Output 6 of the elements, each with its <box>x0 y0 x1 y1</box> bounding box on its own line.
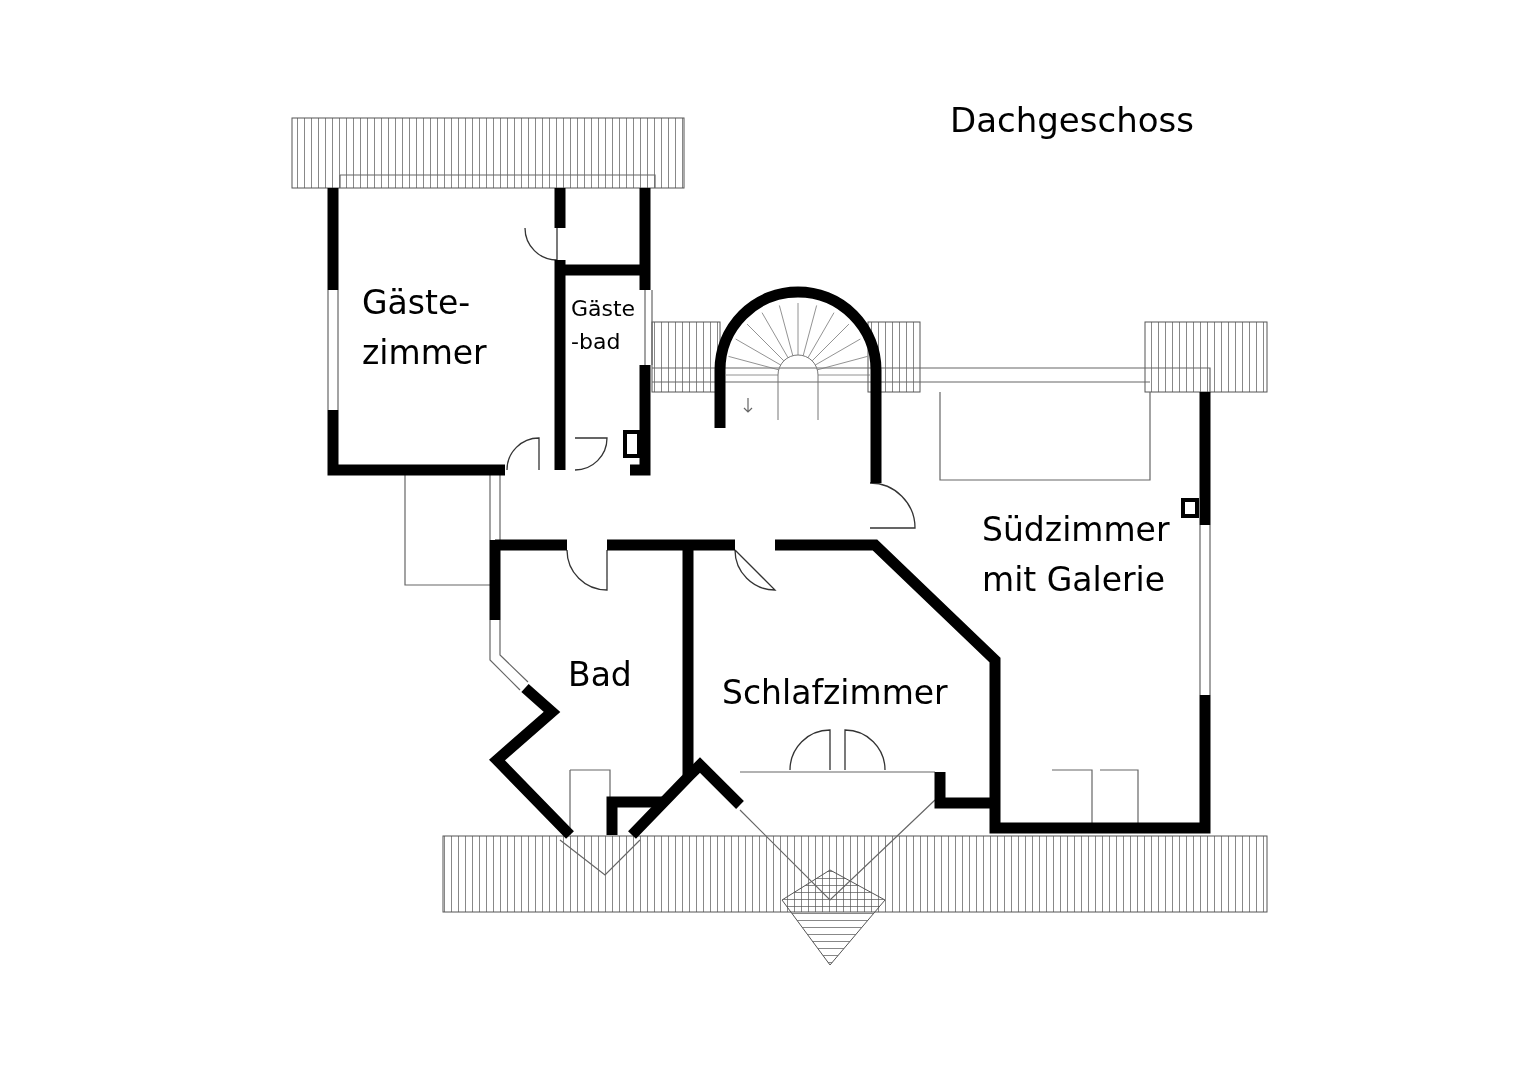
room-label: Schlafzimmer <box>722 672 949 714</box>
room-label: Gäste -bad <box>571 295 637 356</box>
plan-title: Dachgeschoss <box>950 99 1194 142</box>
room-label: Südzimmer mit Galerie <box>982 509 1171 601</box>
room-label: Gäste- zimmer <box>362 282 488 374</box>
room-label: Bad <box>568 654 633 696</box>
